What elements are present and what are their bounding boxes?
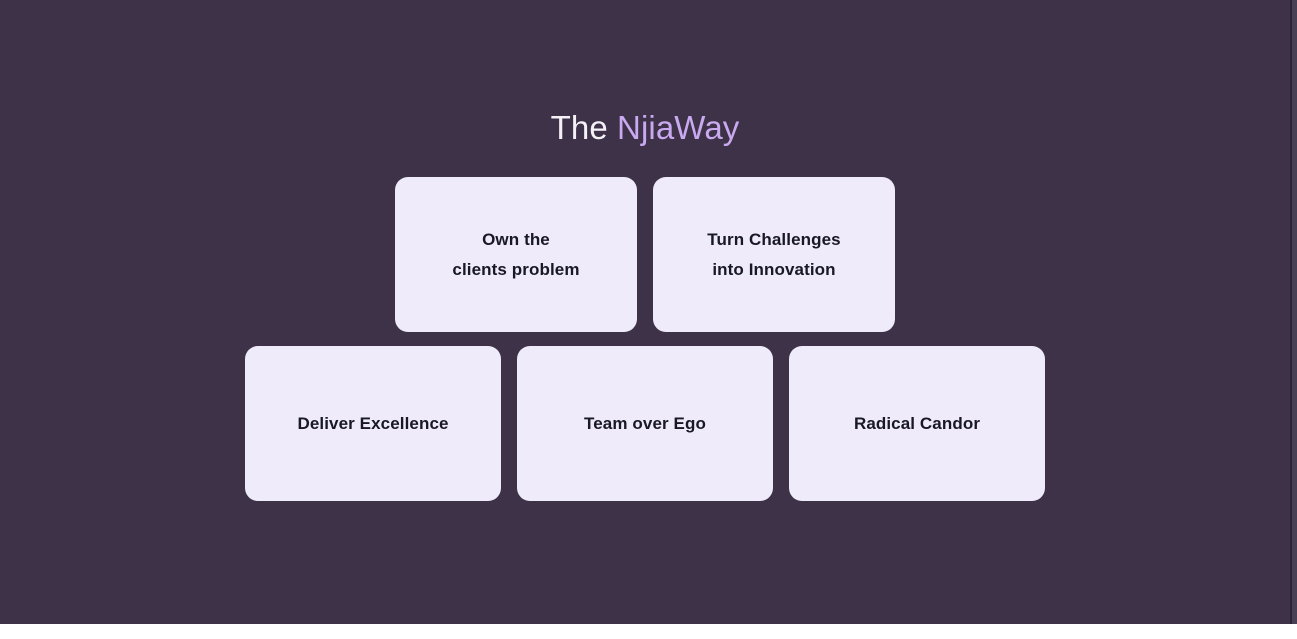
value-card-label: Turn Challenges into Innovation: [707, 229, 841, 279]
page-surface: The NjiaWay Own the clients problem Turn…: [0, 0, 1290, 624]
value-card-team-over-ego[interactable]: Team over Ego: [517, 346, 773, 502]
value-card-label: Own the clients problem: [452, 229, 580, 279]
values-grid: Own the clients problem Turn Challenges …: [245, 177, 1045, 502]
value-card-own-the-clients-problem[interactable]: Own the clients problem: [395, 177, 637, 333]
page-title-lead: The: [550, 109, 618, 146]
value-card-label: Deliver Excellence: [297, 413, 449, 433]
value-card-label: Team over Ego: [584, 413, 706, 433]
values-row-top: Own the clients problem Turn Challenges …: [395, 177, 895, 333]
window-scroll-gutter[interactable]: [1292, 0, 1297, 624]
page-title: The NjiaWay: [551, 107, 740, 148]
value-card-turn-challenges-into-innovation[interactable]: Turn Challenges into Innovation: [653, 177, 895, 333]
value-card-deliver-excellence[interactable]: Deliver Excellence: [245, 346, 501, 502]
page-title-accent: NjiaWay: [617, 109, 740, 146]
value-card-radical-candor[interactable]: Radical Candor: [789, 346, 1045, 502]
value-card-label: Radical Candor: [853, 413, 981, 433]
values-row-bottom: Deliver Excellence Team over Ego Radical…: [245, 346, 1045, 502]
window-edge-divider: [1290, 0, 1292, 624]
content-column: The NjiaWay Own the clients problem Turn…: [245, 107, 1045, 502]
